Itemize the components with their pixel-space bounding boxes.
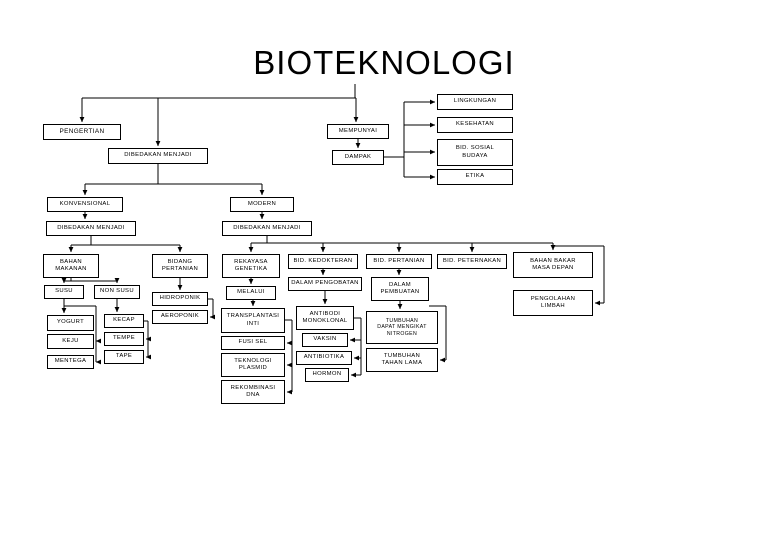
- node-label: BID. PERTANIAN: [373, 257, 425, 264]
- node-label: KEJU: [62, 337, 79, 344]
- node-kecap[interactable]: KECAP: [104, 314, 144, 328]
- node-label: BID. SOSIAL BUDAYA: [455, 145, 495, 159]
- node-label: PENGERTIAN: [59, 128, 105, 135]
- node-label: LINGKUNGAN: [453, 98, 497, 105]
- node-bid-pertanian[interactable]: BID. PERTANIAN: [366, 254, 432, 269]
- node-dibedakan-menjadi-3[interactable]: DIBEDAKAN MENJADI: [222, 221, 312, 236]
- node-melalui[interactable]: MELALUI: [226, 286, 276, 300]
- node-label: DALAM PENGOBATAN: [291, 280, 359, 287]
- node-label: TRANSPLANTASI INTI: [226, 313, 280, 327]
- node-tempe[interactable]: TEMPE: [104, 332, 144, 346]
- node-label: YOGURT: [56, 319, 85, 326]
- node-dibedakan-menjadi-2[interactable]: DIBEDAKAN MENJADI: [46, 221, 136, 236]
- node-label: MODERN: [247, 200, 277, 207]
- node-etika[interactable]: ETIKA: [437, 169, 513, 185]
- node-label: ETIKA: [465, 173, 485, 180]
- node-transplantasi-inti[interactable]: TRANSPLANTASI INTI: [221, 308, 285, 333]
- node-pengolahan-limbah[interactable]: PENGOLAHAN LIMBAH: [513, 290, 593, 316]
- node-label: MENTEGA: [54, 358, 87, 365]
- node-label: TUMBUHAN DAPAT MENGIKAT NITROGEN: [377, 317, 427, 337]
- node-label: KONVENSIONAL: [59, 200, 111, 207]
- node-label: BIDANG PERTANIAN: [161, 258, 199, 272]
- node-fusi-sel[interactable]: FUSI SEL: [221, 336, 285, 350]
- node-label: HIDROPONIK: [159, 295, 201, 302]
- node-label: SUSU: [55, 288, 73, 295]
- node-bahan-makanan[interactable]: BAHAN MAKANAN: [43, 254, 99, 278]
- node-non-susu[interactable]: NON SUSU: [94, 285, 140, 299]
- node-bahan-bakar-masa-depan[interactable]: BAHAN BAKAR MASA DEPAN: [513, 252, 593, 278]
- node-konvensional[interactable]: KONVENSIONAL: [47, 197, 123, 212]
- node-label: DAMPAK: [344, 153, 372, 160]
- node-label: BID. PETERNAKAN: [442, 257, 502, 264]
- node-hidroponik[interactable]: HIDROPONIK: [152, 292, 208, 306]
- node-mempunyai[interactable]: MEMPUNYAI: [327, 124, 389, 139]
- node-label: REKOMBINASI DNA: [230, 384, 276, 398]
- node-label: TUMBUHAN TAHAN LAMA: [381, 352, 423, 366]
- node-dalam-pengobatan[interactable]: DALAM PENGOBATAN: [288, 277, 362, 291]
- node-bid-peternakan[interactable]: BID. PETERNAKAN: [437, 254, 507, 269]
- node-susu[interactable]: SUSU: [44, 285, 84, 299]
- node-label: DIBEDAKAN MENJADI: [57, 224, 125, 231]
- node-label: ANTIBIOTIKA: [303, 354, 345, 361]
- node-label: DALAM PEMBUATAN: [380, 281, 420, 295]
- node-label: ANTIBODI MONOKLONAL: [302, 310, 348, 324]
- node-label: DIBEDAKAN MENJADI: [233, 224, 301, 231]
- node-dampak[interactable]: DAMPAK: [332, 150, 384, 165]
- node-aeroponik[interactable]: AEROPONIK: [152, 310, 208, 324]
- node-bid-sosial-budaya[interactable]: BID. SOSIAL BUDAYA: [437, 139, 513, 166]
- node-tumbuhan-tahan-lama[interactable]: TUMBUHAN TAHAN LAMA: [366, 348, 438, 372]
- node-label: TEKNOLOGI PLASMID: [234, 357, 272, 371]
- node-yogurt[interactable]: YOGURT: [47, 315, 94, 331]
- node-dalam-pembuatan[interactable]: DALAM PEMBUATAN: [371, 277, 429, 301]
- node-teknologi-plasmid[interactable]: TEKNOLOGI PLASMID: [221, 353, 285, 377]
- node-label: TEMPE: [112, 335, 136, 342]
- node-label: KECAP: [113, 317, 135, 324]
- node-modern[interactable]: MODERN: [230, 197, 294, 212]
- node-label: FUSI SEL: [238, 339, 268, 346]
- node-label: BAHAN MAKANAN: [55, 258, 87, 272]
- node-label: KESEHATAN: [456, 121, 494, 128]
- node-tape[interactable]: TAPE: [104, 350, 144, 364]
- node-label: BID. KEDOKTERAN: [293, 257, 353, 264]
- node-label: HORMON: [312, 371, 342, 378]
- node-kesehatan[interactable]: KESEHATAN: [437, 117, 513, 133]
- node-label: PENGOLAHAN LIMBAH: [530, 295, 576, 309]
- diagram-title: BIOTEKNOLOGI: [253, 44, 515, 81]
- node-label: REKAYASA GENETIKA: [234, 258, 268, 272]
- node-label: VAKSIN: [313, 336, 337, 343]
- node-label: TAPE: [115, 353, 133, 360]
- node-dibedakan-menjadi-1[interactable]: DIBEDAKAN MENJADI: [108, 148, 208, 164]
- node-label: MEMPUNYAI: [338, 127, 378, 134]
- node-bid-kedokteran[interactable]: BID. KEDOKTERAN: [288, 254, 358, 269]
- node-hormon[interactable]: HORMON: [305, 368, 349, 382]
- node-pengertian[interactable]: PENGERTIAN: [43, 124, 121, 140]
- node-antibodi-monoklonal[interactable]: ANTIBODI MONOKLONAL: [296, 306, 354, 330]
- node-tumbuhan-dapat-mengikat-nitrogen[interactable]: TUMBUHAN DAPAT MENGIKAT NITROGEN: [366, 311, 438, 344]
- node-antibiotika[interactable]: ANTIBIOTIKA: [296, 351, 352, 365]
- node-mentega[interactable]: MENTEGA: [47, 355, 94, 369]
- node-label: DIBEDAKAN MENJADI: [124, 152, 192, 159]
- node-lingkungan[interactable]: LINGKUNGAN: [437, 94, 513, 110]
- node-keju[interactable]: KEJU: [47, 334, 94, 349]
- node-label: NON SUSU: [100, 288, 134, 295]
- node-label: MELALUI: [237, 289, 265, 296]
- node-label: BAHAN BAKAR MASA DEPAN: [530, 257, 576, 271]
- node-bidang-pertanian[interactable]: BIDANG PERTANIAN: [152, 254, 208, 278]
- node-label: AEROPONIK: [160, 313, 200, 320]
- node-vaksin[interactable]: VAKSIN: [302, 333, 348, 347]
- node-rekombinasi-dna[interactable]: REKOMBINASI DNA: [221, 380, 285, 404]
- node-rekayasa-genetika[interactable]: REKAYASA GENETIKA: [222, 254, 280, 278]
